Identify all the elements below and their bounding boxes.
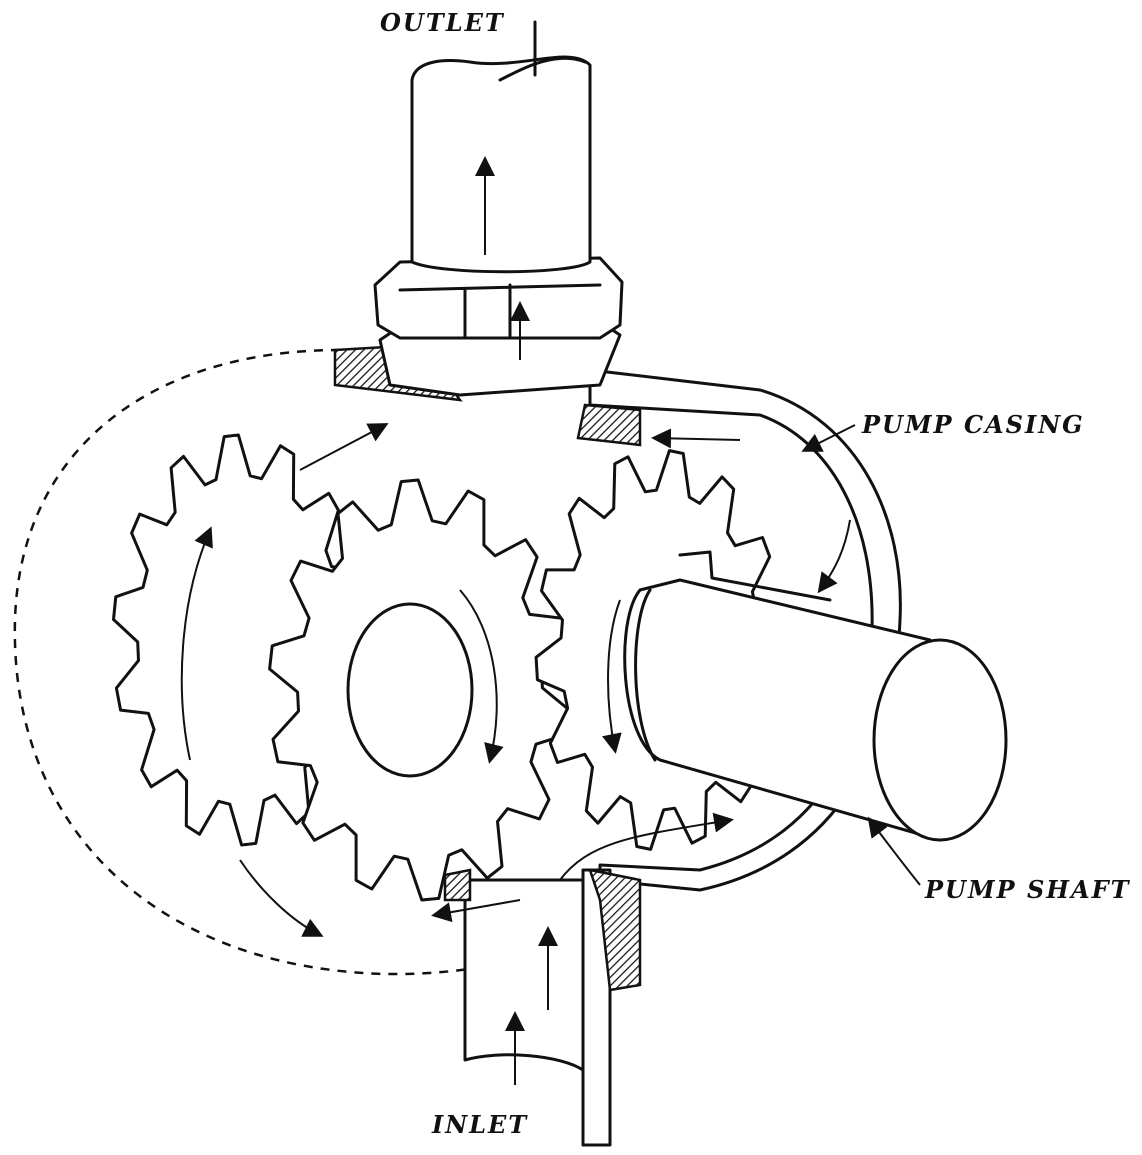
outlet-pipe: [410, 55, 592, 274]
shaft-edge: [634, 588, 657, 762]
shaft-keyway: [678, 550, 832, 602]
inlet-label: INLET: [432, 1110, 529, 1139]
outlet-label: OUTLET: [380, 8, 505, 37]
outlet-pipe-opening: [498, 56, 587, 82]
pump-casing-label: PUMP CASING: [862, 410, 1085, 439]
left-gear-hub: [346, 602, 474, 778]
inlet-flange-right: [588, 868, 642, 992]
casing-outline-dashed: [13, 348, 521, 976]
pump-shaft: [623, 578, 942, 842]
inlet-flange: [443, 868, 472, 902]
pump-shaft-label: PUMP SHAFT: [925, 875, 1131, 904]
casing-top-plate-right: [576, 403, 642, 447]
inlet-pipe: [463, 878, 585, 1072]
flow-arrows: [180, 156, 851, 1085]
shaft-leader: [867, 816, 921, 886]
casing-leader: [801, 424, 856, 452]
pump-shaft-end: [872, 638, 1008, 842]
